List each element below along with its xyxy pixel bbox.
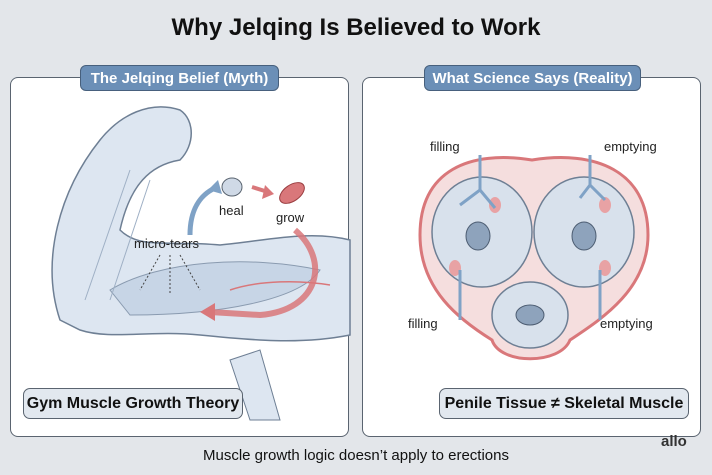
myth-header: The Jelqing Belief (Myth) bbox=[80, 65, 279, 91]
reality-header: What Science Says (Reality) bbox=[424, 65, 641, 91]
emptying-top-label: emptying bbox=[604, 139, 657, 154]
filling-top-label: filling bbox=[430, 139, 460, 154]
reality-footer-label: Penile Tissue ≠ Skeletal Muscle bbox=[439, 388, 689, 419]
cell-icon bbox=[221, 177, 243, 197]
flexed-arm-illustration bbox=[51, 106, 351, 421]
filling-bottom-label: filling bbox=[408, 316, 438, 331]
arrow-head bbox=[208, 180, 222, 194]
muscle-fiber-icon bbox=[279, 182, 305, 204]
myth-footer-label: Gym Muscle Growth Theory bbox=[23, 388, 243, 419]
allo-logo: allo bbox=[661, 433, 687, 450]
cycle-arrow-up bbox=[187, 185, 217, 236]
caption: Muscle growth logic doesn’t apply to ere… bbox=[203, 447, 509, 464]
cycle-arrow-return bbox=[209, 227, 319, 319]
page-title: Why Jelqing Is Believed to Work bbox=[171, 14, 541, 41]
heal-label: heal bbox=[219, 203, 244, 218]
penile-cross-section bbox=[418, 156, 650, 361]
flow-arrows bbox=[458, 155, 607, 320]
micro-tears-label: micro-tears bbox=[134, 236, 200, 251]
grow-label: grow bbox=[276, 210, 305, 225]
emptying-bottom-label: emptying bbox=[600, 316, 653, 331]
